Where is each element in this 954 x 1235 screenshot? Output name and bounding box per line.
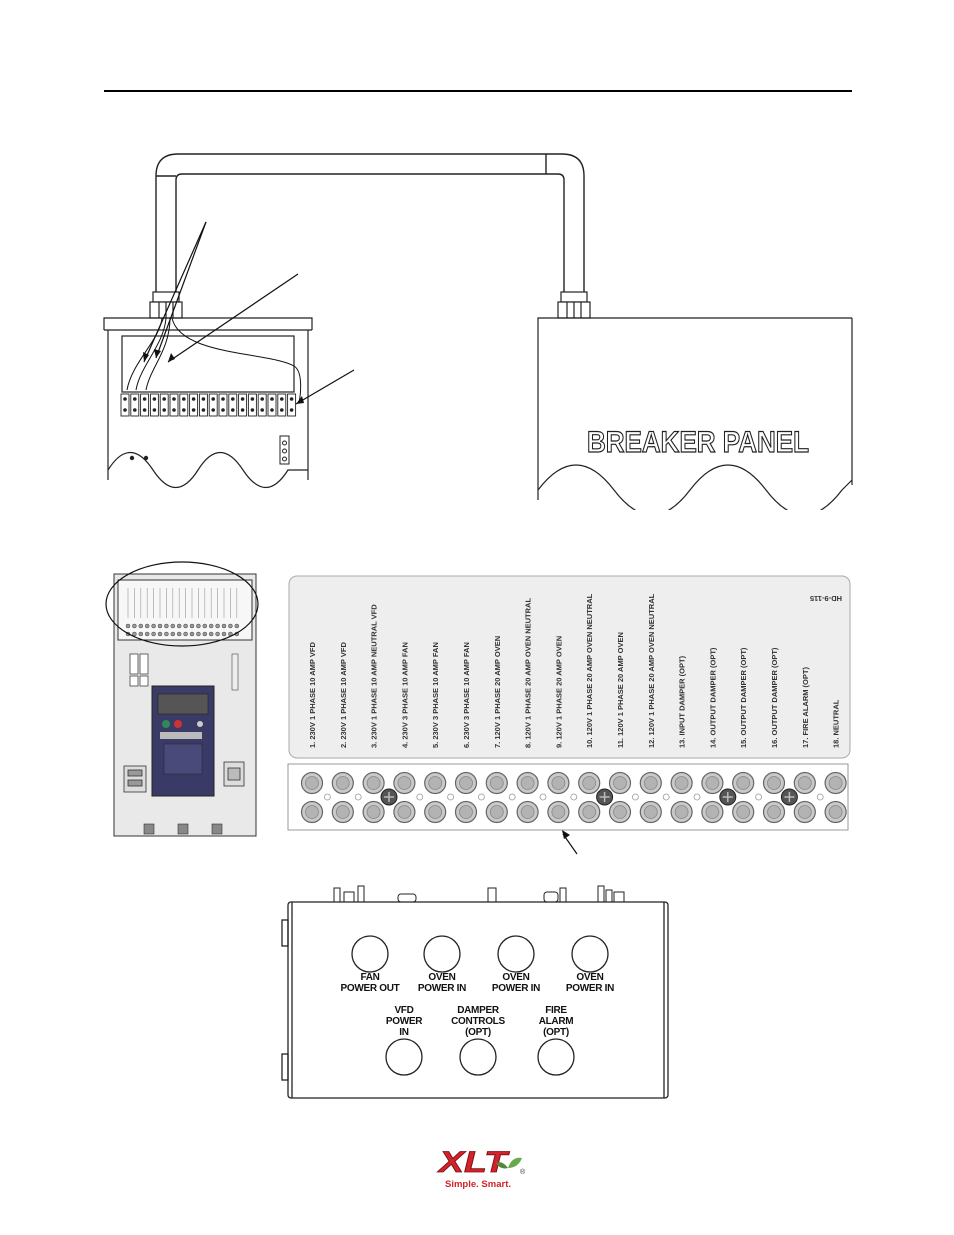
knockout-label: ALARM	[539, 1016, 574, 1027]
knockout-label: OVEN	[428, 972, 455, 983]
terminal-label: 16. OUTPUT DAMPER (OPT)	[770, 647, 779, 748]
mini-terminal	[130, 393, 140, 417]
mini-terminal	[247, 393, 257, 417]
terminal-label: 15. OUTPUT DAMPER (OPT)	[739, 647, 748, 748]
knockout-label: (OPT)	[543, 1027, 569, 1038]
mini-knockouts	[143, 823, 223, 835]
vfd-drive	[151, 685, 215, 797]
mini-breakers	[129, 653, 149, 687]
terminal-label: 13. INPUT DAMPER (OPT)	[678, 655, 687, 748]
leaf-icon-2	[496, 1162, 508, 1169]
knockout-label: FIRE	[545, 1005, 567, 1016]
terminal-labels: 1. 230V 1 PHASE 10 AMP VFD 2. 230V 1 PHAS…	[308, 593, 841, 748]
terminal-label: 18. NEUTRAL	[832, 699, 841, 748]
knockout-hole	[571, 935, 609, 973]
knockout-label: CONTROLS	[451, 1016, 505, 1027]
wiring-diagram: BREAKER PANEL	[103, 153, 853, 510]
knockout-hole	[497, 935, 535, 973]
mini-terminal	[140, 393, 150, 417]
part-code: HD-9-115	[810, 594, 842, 603]
conduit-fitting-right	[557, 291, 591, 319]
terminal-label: 6. 230V 3 PHASE 10 AMP FAN	[462, 642, 471, 748]
xlt-logo: XLT ® Simple. Smart.	[436, 1146, 526, 1190]
knockout-label: VFD	[394, 1005, 413, 1016]
mini-terminal	[208, 393, 218, 417]
mini-din-column	[231, 653, 239, 691]
terminal-label: 9. 120V 1 PHASE 20 AMP OVEN	[554, 636, 563, 748]
conduit-fitting-left	[149, 291, 183, 319]
conduit	[155, 153, 585, 292]
mini-terminal	[189, 393, 199, 417]
mini-ground-bar	[279, 435, 290, 465]
breaker-panel-label: BREAKER PANEL	[587, 426, 809, 459]
terminal-label: 4. 230V 3 PHASE 10 AMP FAN	[400, 642, 409, 748]
label-card	[288, 575, 851, 759]
knockout-label: FAN	[360, 972, 379, 983]
mini-terminal	[238, 393, 248, 417]
terminal-pointer-head	[562, 830, 570, 839]
knockout-hole	[351, 935, 389, 973]
mini-terminal	[267, 393, 277, 417]
mini-terminal	[218, 393, 228, 417]
terminal-label: 11. 120V 1 PHASE 20 AMP OVEN	[616, 632, 625, 748]
terminal-label: 14. OUTPUT DAMPER (OPT)	[708, 647, 717, 748]
terminal-strip-detail: HD-9-115 1. 230V 1 PHASE 10 AMP VFD 2. 23…	[287, 575, 851, 855]
mini-relays	[123, 765, 147, 793]
control-panel-overview	[105, 561, 259, 837]
mini-transformer	[223, 761, 245, 787]
knockout-label: OVEN	[502, 972, 529, 983]
breaker-panel	[537, 317, 853, 510]
leaf-icon	[508, 1157, 522, 1168]
knockout-label: DAMPER	[457, 1005, 500, 1016]
terminal-mounts	[380, 788, 798, 806]
knockout-holes	[351, 935, 609, 1076]
terminal-label: 7. 120V 1 PHASE 20 AMP OVEN	[493, 636, 502, 748]
knockout-hole	[385, 1038, 423, 1076]
mini-terminal	[287, 393, 297, 417]
header-rule	[104, 90, 852, 92]
box-fittings	[333, 885, 625, 903]
mini-terminal	[198, 393, 208, 417]
mini-terminal	[159, 393, 169, 417]
mini-terminal	[149, 393, 159, 417]
mini-terminal-strip	[125, 623, 240, 637]
knockout-label: IN	[399, 1027, 408, 1038]
logo-registered: ®	[520, 1168, 526, 1176]
box-body	[281, 901, 669, 1099]
mini-terminal	[257, 393, 267, 417]
highlight-ellipse	[105, 561, 259, 647]
terminal-label: 2. 230V 1 PHASE 10 AMP VFD	[339, 642, 348, 748]
knockout-label: POWER OUT	[341, 983, 400, 994]
knockout-label: POWER IN	[492, 983, 540, 994]
terminal-label: 5. 230V 3 PHASE 10 AMP FAN	[431, 642, 440, 748]
mini-terminal-block	[120, 393, 297, 417]
knockout-hole	[423, 935, 461, 973]
knockout-label: POWER	[386, 1016, 423, 1027]
terminal-label: 12. 120V 1 PHASE 20 AMP OVEN NEUTRAL	[647, 593, 656, 748]
mini-terminal	[277, 393, 287, 417]
mini-terminal	[120, 393, 130, 417]
arrow-heads	[143, 349, 304, 404]
terminal-label: 1. 230V 1 PHASE 10 AMP VFD	[308, 642, 317, 748]
mini-terminal	[169, 393, 179, 417]
knockout-label: POWER IN	[566, 983, 614, 994]
knockout-hole	[537, 1038, 575, 1076]
callout-arrows	[143, 221, 355, 405]
knockout-hole	[459, 1038, 497, 1076]
terminal-label: 17. FIRE ALARM (OPT)	[801, 667, 810, 748]
mini-terminal	[228, 393, 238, 417]
mini-terminal	[179, 393, 189, 417]
knockout-label: POWER IN	[418, 983, 466, 994]
terminal-label: 8. 120V 1 PHASE 20 AMP OVEN NEUTRAL	[524, 598, 533, 748]
terminal-label: 10. 120V 1 PHASE 20 AMP OVEN NEUTRAL	[585, 593, 594, 748]
logo-tagline: Simple. Smart.	[445, 1179, 511, 1190]
terminal-screws	[300, 771, 847, 824]
knockout-label: OVEN	[576, 972, 603, 983]
mini-label-lines	[127, 588, 238, 618]
knockout-label: (OPT)	[465, 1027, 491, 1038]
control-box	[103, 317, 313, 488]
terminal-label: 3. 230V 1 PHASE 10 AMP NEUTRAL VFD	[370, 604, 379, 748]
